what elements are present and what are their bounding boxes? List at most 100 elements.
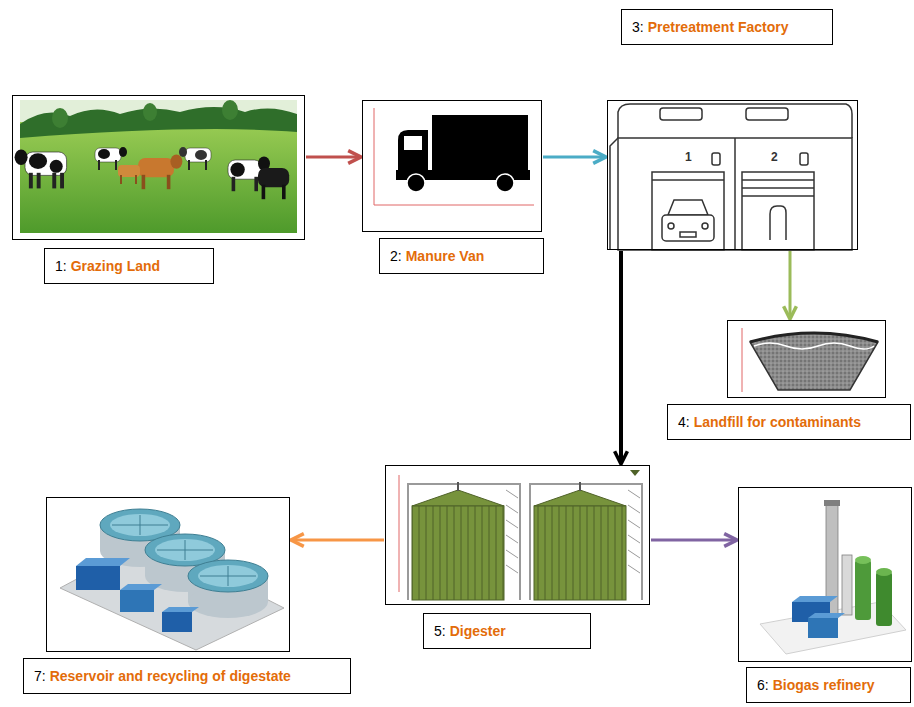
reservoir-picture-part <box>188 560 268 592</box>
door-number: 1 <box>683 150 694 164</box>
node-caption: 1:Grazing Land <box>44 248 214 284</box>
digester-picture-part-part <box>628 535 640 543</box>
pretreatment-factory-picture-part <box>800 153 808 165</box>
pretreatment-factory-picture-part <box>652 179 724 181</box>
biogas-refinery-picture-part <box>808 613 845 618</box>
grazing-land-picture-part <box>258 168 289 199</box>
flow-arrow <box>619 251 623 464</box>
biogas-refinery-picture-part <box>876 572 892 626</box>
pretreatment-factory-picture-part <box>734 138 736 250</box>
step-number: 5: <box>434 623 446 639</box>
flow-arrow <box>789 251 792 319</box>
digester-picture-part-part <box>506 565 518 573</box>
pretreatment-factory-picture-part <box>742 172 814 250</box>
picture-panel: 7:Reservoir and recycling of digestate <box>46 497 290 652</box>
door-number: 2 <box>769 150 780 164</box>
reservoir-picture-part <box>162 612 192 632</box>
flow-arrow <box>543 156 606 159</box>
picture-panel: 3:Pretreatment Factory <box>607 100 858 250</box>
pretreatment-factory-picture-part <box>668 223 674 229</box>
manure-van-picture <box>374 108 534 205</box>
digester-picture-part-part <box>506 490 518 498</box>
biogas-refinery-picture-part <box>808 618 838 638</box>
reservoir-picture-part <box>76 566 120 590</box>
grazing-land-picture-part-part <box>98 149 110 159</box>
pretreatment-factory-picture-part <box>742 195 814 197</box>
grazing-land-picture-part-part <box>138 158 174 177</box>
grazing-land-picture-part-part <box>228 160 262 179</box>
biogas-refinery-picture-part <box>792 596 838 602</box>
grazing-land-picture-part <box>118 165 140 184</box>
grazing-land-picture-part-part <box>37 173 41 189</box>
grazing-land-picture-part <box>222 100 238 120</box>
reservoir-picture-part <box>140 515 141 535</box>
manure-van-picture-part <box>398 130 428 173</box>
step-name: Biogas refinery <box>773 677 875 693</box>
biogas-refinery-picture-part <box>876 568 892 576</box>
grazing-land-picture-part-part <box>254 177 258 191</box>
digester-picture-part-part <box>506 535 518 543</box>
manure-van-picture-part <box>407 174 425 192</box>
pretreatment-factory-picture-part <box>668 200 708 215</box>
grazing-land-picture-part-part <box>167 175 171 189</box>
grazing-land-picture-part-part <box>115 160 117 170</box>
grazing-land-picture-part <box>15 149 67 188</box>
digester-picture-part <box>630 470 640 476</box>
picture-panel: 1:Grazing Land <box>12 95 305 240</box>
manure-van-picture-part <box>432 115 528 173</box>
grazing-land-picture-part-part <box>15 149 28 165</box>
pretreatment-factory-picture-part <box>618 104 852 138</box>
grazing-land-picture-part <box>179 147 211 170</box>
grazing-land-picture-part-part <box>135 175 137 184</box>
manure-van-picture-part <box>374 108 375 205</box>
grazing-land-picture-part-part <box>170 154 182 168</box>
landfill-picture-part <box>750 333 878 342</box>
grazing-land-picture-part-part <box>185 148 211 162</box>
flow-arrow <box>651 539 737 542</box>
pretreatment-factory-picture-part <box>610 138 618 250</box>
pretreatment-factory-picture-part <box>770 206 786 240</box>
grazing-land-picture-part-part <box>282 185 286 199</box>
digester-picture-part-part <box>628 565 640 573</box>
picture-panel: 6:Biogas refinery <box>738 487 912 662</box>
step-number: 4: <box>678 414 690 430</box>
step-name: Manure Van <box>406 248 485 264</box>
grazing-land-picture-part-part <box>50 160 63 173</box>
grazing-land-picture-part-part <box>142 175 146 189</box>
grazing-land-picture-part <box>143 103 157 121</box>
reservoir-picture-part <box>198 565 258 587</box>
grazing-land-picture-part-part <box>98 160 100 170</box>
picture-panel: 5:Digester <box>385 465 650 605</box>
step-number: 7: <box>34 668 46 684</box>
reservoir-picture-part <box>162 607 199 612</box>
digester-picture-part <box>457 482 459 491</box>
reservoir-picture-part <box>120 590 154 612</box>
landfill-picture-part <box>750 333 878 390</box>
reservoir-picture-part <box>228 566 229 586</box>
manure-van-picture-part <box>404 136 422 150</box>
digester-picture-part <box>530 484 642 600</box>
digester-picture-part-part <box>506 520 518 528</box>
grazing-land-picture-part-part <box>205 160 207 170</box>
reservoir-picture-part <box>185 540 186 560</box>
grazing-land-picture-part <box>138 154 182 189</box>
step-number: 1: <box>55 258 67 274</box>
grazing-land-picture-part-part <box>188 160 190 170</box>
digester-picture-part <box>399 475 400 592</box>
digester-picture-part-part <box>628 550 640 558</box>
grazing-land-picture-part-part <box>60 173 64 189</box>
reservoir-picture <box>60 509 284 650</box>
pretreatment-factory-picture <box>610 104 852 250</box>
grazing-land-picture-part-part <box>258 168 289 187</box>
grazing-land-picture-part <box>20 100 297 233</box>
step-number: 2: <box>390 248 402 264</box>
reservoir-picture-part <box>120 584 162 590</box>
step-number: 6: <box>757 677 769 693</box>
reservoir-picture-part <box>155 539 215 561</box>
step-name: Pretreatment Factory <box>648 19 789 35</box>
node-caption: 4:Landfill for contaminants <box>667 404 911 440</box>
pretreatment-factory-picture-part <box>702 223 708 229</box>
digester-picture-part <box>579 482 581 491</box>
